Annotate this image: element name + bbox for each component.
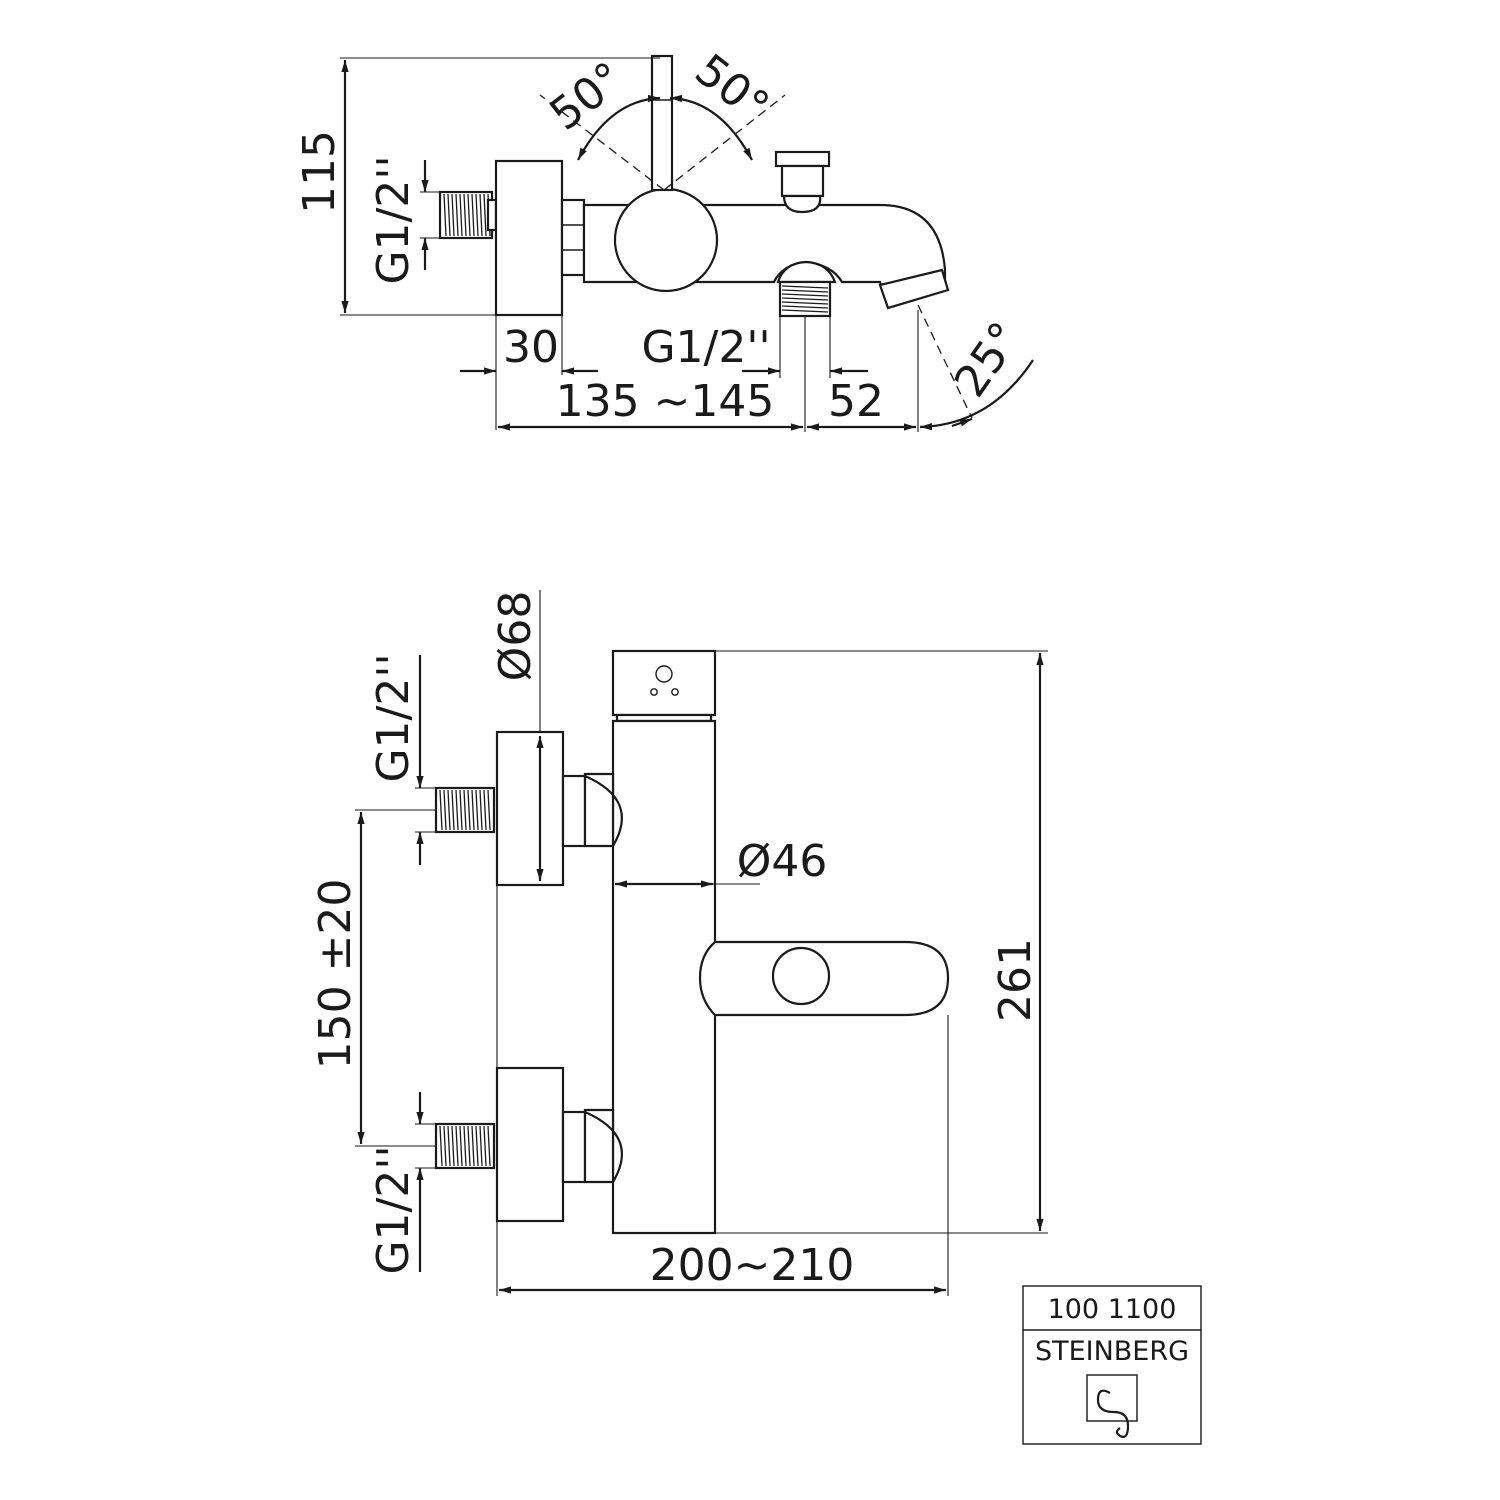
top-spout-angle-label: 25° [945,313,1032,406]
top-diverter-knob [774,150,831,214]
title-box [1022,1285,1202,1445]
front-centers-label: 150 ±20 [310,879,361,1070]
top-spout-connector [776,260,837,318]
top-mixer-knob [613,187,719,293]
top-thread-label: G1/2'' [368,155,419,284]
top-spout-offset-label: 52 [828,376,884,427]
front-body [611,719,717,1235]
top-spout-outlet [878,268,950,310]
top-escutcheon [494,159,564,317]
front-height-label: 261 [990,938,1041,1022]
top-thread-fitting [438,190,498,240]
top-height-label: 115 [294,130,345,214]
front-spout-knob [771,946,831,1006]
brand-name: STEINBERG [1035,1336,1189,1367]
top-spout-thread-label: G1/2'' [641,322,770,373]
product-code: 100 1100 [1048,1294,1177,1325]
top-view [340,54,1034,432]
top-length-label: 135 ~145 [556,376,775,427]
front-thread-bottom-label: G1/2'' [368,1145,419,1274]
front-lower-escutcheon [495,1066,565,1223]
top-wall-offset-label: 30 [503,322,559,373]
top-angle-right-label: 50° [685,44,778,132]
top-escutcheon-nut [560,198,586,277]
top-angle-left-label: 50° [541,52,634,140]
front-width-label: 200~210 [650,1240,855,1291]
top-lever [650,54,674,192]
front-diverter-button [655,665,673,683]
front-diameter-body-label: Ø46 [737,836,828,887]
steinberg-logo-icon [1086,1374,1138,1422]
front-thread-top-label: G1/2'' [368,653,419,782]
front-diverter-cap [611,649,717,717]
front-view [355,590,1048,1296]
front-diameter-top-label: Ø68 [490,591,541,682]
front-upper-escutcheon [495,730,565,887]
